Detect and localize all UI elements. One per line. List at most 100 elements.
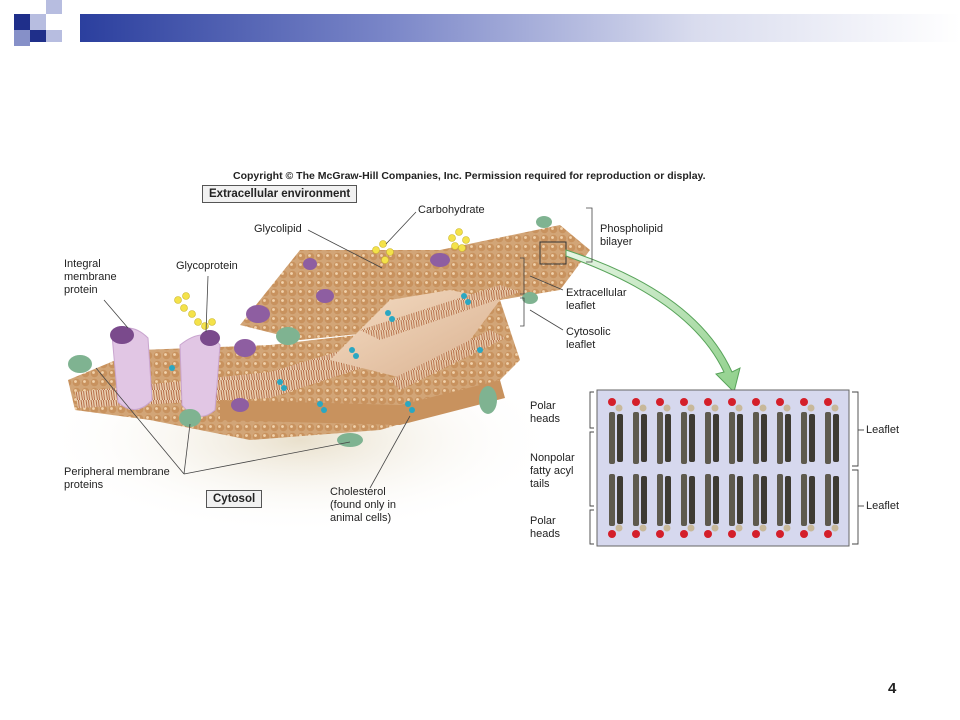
corner-square-light — [30, 14, 46, 30]
label-polar-heads-top-1: Polar — [530, 400, 556, 412]
slide-number: 4 — [888, 680, 897, 697]
lipid-part — [641, 414, 647, 462]
extracellular-environment-box: Extracellular environment — [202, 185, 358, 203]
lipid-part — [737, 414, 743, 462]
lipid-part — [713, 414, 719, 462]
label-integral-membrane-protein-2: membrane — [64, 271, 117, 283]
lipid-part — [752, 398, 760, 406]
label-nonpolar-tails-2: fatty acyl — [530, 465, 574, 477]
lipid-part — [608, 530, 616, 538]
lipid-part — [639, 404, 647, 412]
copyright-notice: Copyright © The McGraw-Hill Companies, I… — [233, 170, 706, 182]
label-nonpolar-tails-3: tails — [530, 478, 550, 490]
lipid-part — [663, 524, 671, 532]
lipid-part — [785, 476, 791, 524]
lipid-part — [633, 474, 639, 526]
lipid-part — [728, 398, 736, 406]
lipid-part — [807, 524, 815, 532]
lipid-part — [801, 474, 807, 526]
lipid-part — [800, 530, 808, 538]
lipid-part — [761, 414, 767, 462]
label-cytosolic-leaflet-2: leaflet — [566, 339, 596, 351]
lipid-part — [632, 530, 640, 538]
lipid-part — [735, 524, 743, 532]
lipid-part — [704, 398, 712, 406]
lipid-part — [759, 404, 767, 412]
label-cholesterol-3: animal cells) — [330, 512, 392, 524]
label-phospholipid-bilayer-1: Phospholipid — [600, 223, 663, 235]
lipid-part — [776, 530, 784, 538]
lipid-part — [656, 530, 664, 538]
label-polar-heads-bottom-1: Polar — [530, 515, 556, 527]
lipid-part — [704, 530, 712, 538]
lipid-part — [609, 474, 615, 526]
lipid-part — [824, 398, 832, 406]
lipid-part — [705, 412, 711, 464]
lipid-part — [681, 412, 687, 464]
lipid-part — [665, 414, 671, 462]
label-carbohydrate: Carbohydrate — [418, 204, 485, 216]
lipid-part — [783, 404, 791, 412]
lipid-part — [833, 476, 839, 524]
lipid-part — [729, 474, 735, 526]
lipid-part — [681, 474, 687, 526]
label-polar-heads-bottom-2: heads — [530, 528, 560, 540]
lipid-part — [825, 474, 831, 526]
label-peripheral-membrane-proteins-1: Peripheral membrane — [64, 466, 170, 478]
corner-square-mid — [14, 30, 30, 46]
lipid-part — [713, 476, 719, 524]
lipid-part — [705, 474, 711, 526]
lipid-part — [753, 412, 759, 464]
label-integral-membrane-protein-3: protein — [64, 284, 98, 296]
lipid-part — [729, 412, 735, 464]
lipid-part — [777, 412, 783, 464]
label-integral-membrane-protein-1: Integral — [64, 258, 101, 270]
corner-square-light — [46, 0, 62, 14]
lipid-part — [665, 476, 671, 524]
lipid-part — [608, 398, 616, 406]
lipid-part — [687, 524, 695, 532]
label-extracellular-leaflet-1: Extracellular — [566, 287, 627, 299]
lipid-part — [759, 524, 767, 532]
lipid-part — [641, 476, 647, 524]
lipid-part — [711, 404, 719, 412]
lipid-part — [615, 524, 623, 532]
lipid-part — [680, 530, 688, 538]
lipid-part — [761, 476, 767, 524]
label-nonpolar-tails-1: Nonpolar — [530, 452, 575, 464]
lipid-part — [809, 414, 815, 462]
lipid-part — [783, 524, 791, 532]
label-phospholipid-bilayer-2: bilayer — [600, 236, 633, 248]
lipid-part — [752, 530, 760, 538]
label-leaflet-bottom: Leaflet — [866, 500, 900, 512]
label-cholesterol-2: (found only in — [330, 499, 397, 511]
lipid-part — [689, 476, 695, 524]
lipid-part — [785, 414, 791, 462]
lipid-part — [617, 476, 623, 524]
lipid-part — [831, 524, 839, 532]
header-band — [80, 14, 960, 42]
corner-square-navy — [30, 30, 46, 42]
lipid-part — [632, 398, 640, 406]
label-glycoprotein: Glycoprotein — [176, 260, 238, 272]
corner-square-navy — [14, 14, 30, 30]
label-extracellular-leaflet-2: leaflet — [566, 300, 596, 312]
lipid-part — [735, 404, 743, 412]
lipid-part — [687, 404, 695, 412]
lipid-part — [617, 414, 623, 462]
label-polar-heads-top-2: heads — [530, 413, 560, 425]
lipid-part — [809, 476, 815, 524]
lipid-part — [711, 524, 719, 532]
lipid-part — [663, 404, 671, 412]
lipid-part — [824, 530, 832, 538]
lipid-part — [615, 404, 623, 412]
lipid-part — [753, 474, 759, 526]
cytosol-box: Cytosol — [206, 490, 263, 508]
lipid-part — [656, 398, 664, 406]
lipid-part — [609, 412, 615, 464]
lipid-part — [657, 412, 663, 464]
lipid-part — [737, 476, 743, 524]
lipid-part — [831, 404, 839, 412]
lipid-part — [639, 524, 647, 532]
